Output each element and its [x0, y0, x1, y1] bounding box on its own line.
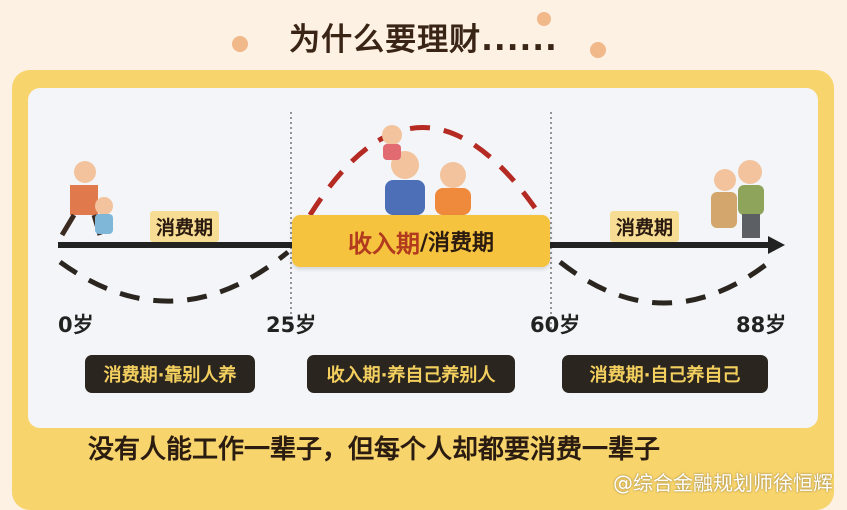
timeline-arrowhead	[768, 236, 785, 254]
dashed-arc-retirement	[558, 258, 774, 306]
income-label: 收入期	[347, 229, 420, 258]
child-parent-illustration	[59, 161, 113, 237]
dashed-arc-childhood	[58, 250, 290, 304]
elderly-couple-illustration	[711, 160, 764, 238]
decor-dot	[232, 36, 248, 52]
stage-label-retirement: 消费期·自己养自己	[562, 355, 768, 393]
consume-label: /消费期	[419, 231, 495, 256]
watermark: @综合金融规划师徐恒辉	[613, 471, 833, 495]
family-illustration	[382, 125, 471, 215]
page-title: 为什么要理财......	[289, 22, 558, 58]
age-0: 0岁	[58, 313, 94, 337]
stage-label-working: 收入期·养自己养别人	[307, 355, 515, 393]
decor-dot	[537, 12, 551, 26]
stage-label-childhood: 消费期·靠别人养	[85, 355, 255, 393]
footer-slogan: 没有人能工作一辈子，但每个人却都要消费一辈子	[88, 435, 661, 465]
stage-tag-retirement: 消费期	[610, 211, 680, 242]
age-25: 25岁	[266, 313, 317, 337]
age-60: 60岁	[530, 313, 581, 337]
income-stage-box: 收入期 /消费期	[292, 215, 550, 267]
dashed-arc-income	[307, 125, 543, 217]
stage-tag-childhood: 消费期	[150, 211, 220, 242]
age-88: 88岁	[736, 313, 787, 337]
decor-dot	[590, 42, 606, 58]
